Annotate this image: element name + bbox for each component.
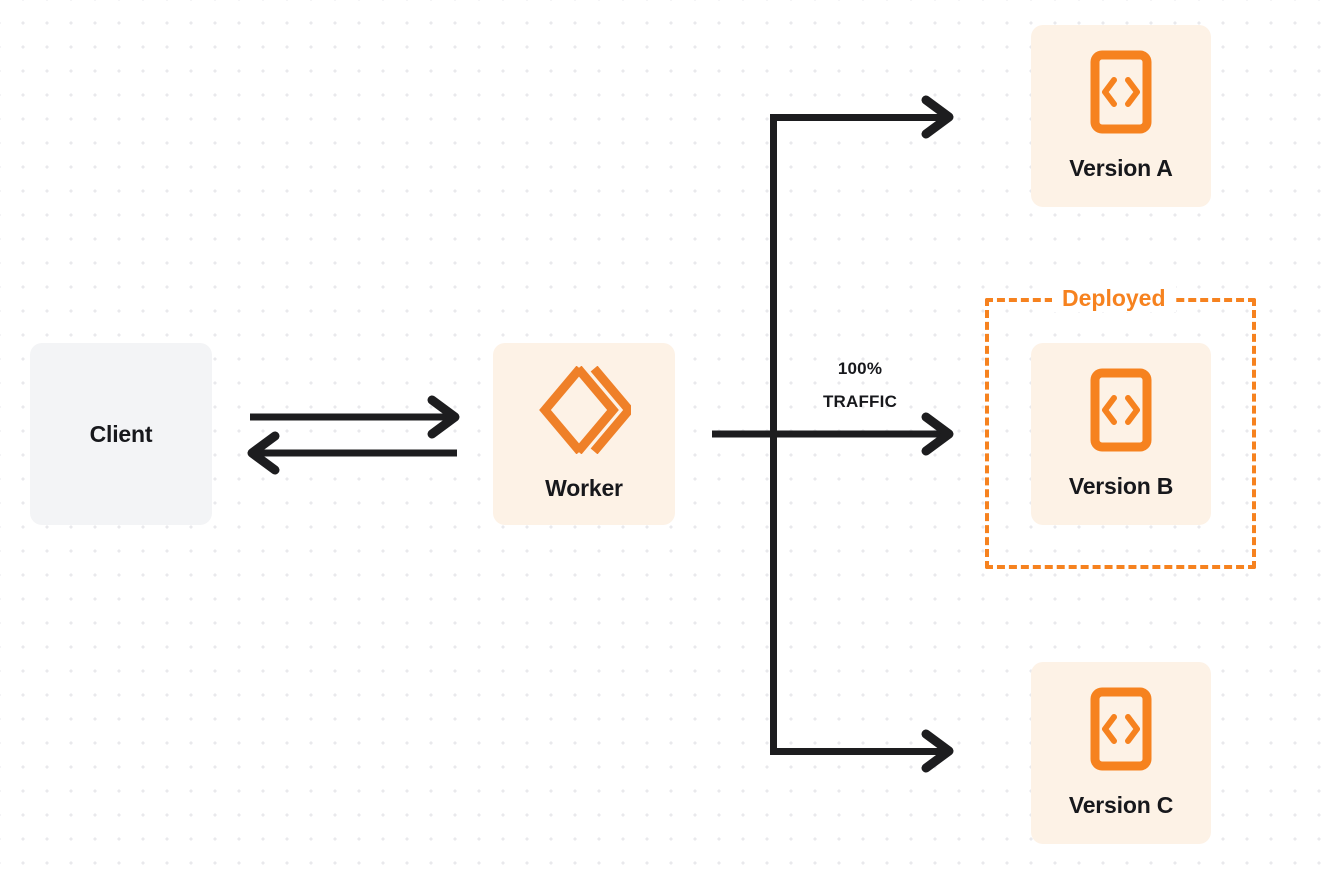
node-version-b-label: Version B <box>1068 473 1174 499</box>
traffic-word: TRAFFIC <box>822 392 898 411</box>
node-client-label: Client <box>89 420 153 447</box>
code-file-icon <box>1090 50 1152 139</box>
node-worker[interactable]: Worker <box>493 343 675 525</box>
node-version-c-label: Version C <box>1068 792 1174 818</box>
node-worker-label: Worker <box>545 475 623 501</box>
node-version-c[interactable]: Version C <box>1031 662 1211 844</box>
edge-to-version-b <box>770 412 954 456</box>
code-file-icon <box>1090 368 1152 457</box>
node-version-a-label: Version A <box>1069 155 1173 181</box>
edge-to-version-c <box>770 729 954 773</box>
edge-to-version-a <box>770 95 954 139</box>
traffic-percent-value: 100% <box>837 359 883 378</box>
edge-worker-to-client <box>247 431 457 475</box>
deployed-group-label: Deployed <box>1052 284 1176 312</box>
node-client[interactable]: Client <box>30 343 212 525</box>
traffic-percentage-label: 100% TRAFFIC <box>790 352 930 418</box>
code-file-icon <box>1090 687 1152 776</box>
cloudflare-workers-logo-icon <box>537 365 635 459</box>
node-version-b[interactable]: Version B <box>1031 343 1211 525</box>
node-version-a[interactable]: Version A <box>1031 25 1211 207</box>
edge-client-to-worker <box>250 395 460 439</box>
